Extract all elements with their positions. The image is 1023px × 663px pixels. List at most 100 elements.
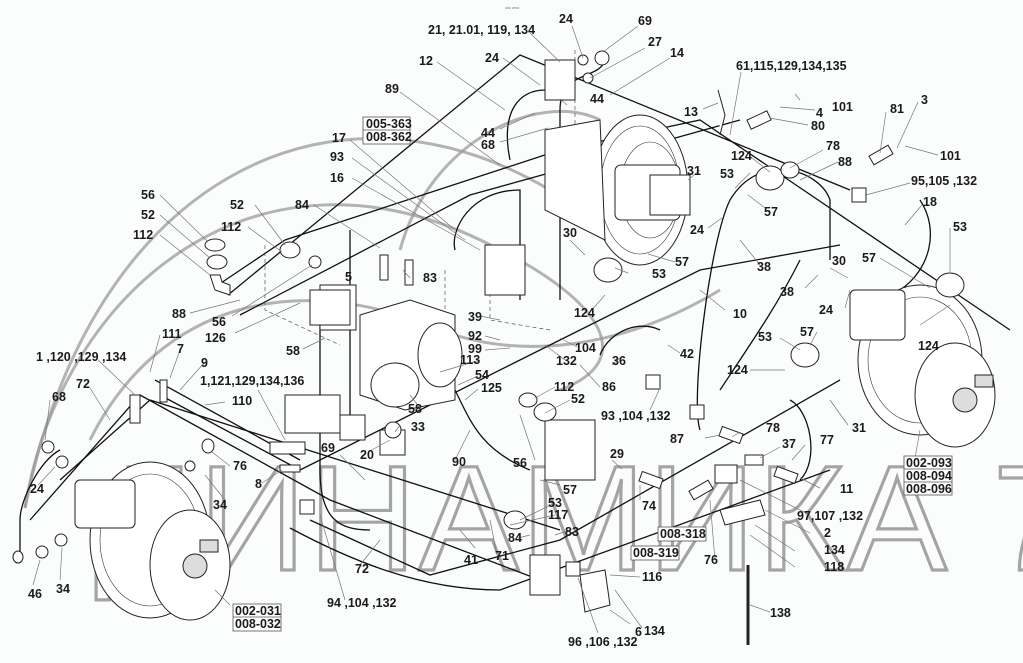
callout: 54: [475, 368, 489, 382]
callout: 44: [590, 92, 604, 106]
elbow-76: [201, 438, 215, 454]
callout: 68: [52, 390, 66, 404]
fitting-34b: [184, 460, 196, 472]
flange-52-mid: [533, 402, 557, 422]
clamp-1: [129, 394, 141, 424]
callout: 17: [332, 131, 346, 145]
callout: 53: [720, 167, 734, 181]
oring-56b: [308, 255, 322, 269]
callout: 69: [638, 14, 652, 28]
ref-line: 008-032: [235, 617, 281, 631]
callout: 24: [30, 482, 44, 496]
leader-lines: [32, 25, 951, 634]
callout: 52: [141, 208, 155, 222]
callout: 2: [824, 526, 831, 540]
callout: 101: [832, 100, 853, 114]
flange-112: [518, 392, 538, 408]
callout: 138: [770, 606, 791, 620]
clamp-96: [565, 561, 581, 577]
ref-line: 008-094: [906, 469, 952, 483]
fitting-74: [638, 470, 664, 490]
fitting-24-left: [55, 455, 69, 469]
bracket-7: [159, 379, 168, 403]
callout: 58: [286, 344, 300, 358]
callout: 29: [610, 447, 624, 461]
fitting-81: [868, 144, 894, 166]
callout: 20: [360, 448, 374, 462]
callout: 56: [513, 456, 527, 470]
callout: 52: [571, 392, 585, 406]
callout: 31: [852, 421, 866, 435]
callout: 93 ,104 ,132: [601, 409, 671, 423]
callout: 95,105 ,132: [911, 174, 977, 188]
callout: 11: [840, 482, 853, 496]
callout: 24: [485, 51, 499, 65]
clamp-assembly: [269, 441, 306, 455]
callout: 53: [652, 267, 666, 281]
elbow-88: [209, 274, 231, 296]
callout: 30: [832, 254, 846, 268]
ref-line: 008-319: [633, 546, 679, 560]
callout: 1 ,120 ,129 ,134: [36, 350, 126, 364]
callout: 84: [295, 198, 309, 212]
callout: 57: [800, 325, 814, 339]
callout: 99: [468, 342, 482, 356]
callout: 12: [419, 54, 433, 68]
tie-13: [717, 89, 726, 136]
callout: 53: [758, 330, 772, 344]
travel-motor-top: [544, 114, 691, 266]
callout: 110: [232, 394, 252, 408]
callout: 124: [731, 149, 752, 163]
reference-box-005-363: 005-363 008-362: [362, 116, 412, 145]
callout: 10: [733, 307, 747, 321]
callout-labels: 21, 21.01, 119, 134 24 69 27 14 12 24 89…: [28, 12, 977, 649]
flange-53-low: [503, 510, 527, 530]
callout: 57: [675, 255, 689, 269]
callout: 42: [680, 347, 694, 361]
callout: 84: [508, 531, 522, 545]
callout: 18: [923, 195, 937, 209]
callout: 112: [554, 380, 574, 394]
callout: 57: [563, 483, 577, 497]
callout: 4: [816, 106, 823, 120]
callout: 72: [76, 377, 90, 391]
callout: 87: [670, 432, 684, 446]
clamp-93: [645, 374, 661, 390]
ref-line: 008-096: [906, 482, 952, 496]
callout: 124: [574, 306, 595, 320]
valve-block-upper: [544, 59, 576, 101]
ref-line: 008-318: [660, 527, 706, 541]
callout: 77: [820, 433, 834, 447]
callout: 30: [563, 226, 577, 240]
flange-53: [755, 165, 785, 191]
fitting-80: [746, 110, 772, 130]
fitting-24-top: [577, 54, 589, 66]
travel-motor-left: [74, 461, 231, 621]
callout: 69: [321, 441, 335, 455]
callout: 1,121,129,134,136: [200, 374, 304, 388]
clamp-93b: [689, 404, 705, 420]
flange-52: [206, 254, 228, 270]
callout: 53: [953, 220, 967, 234]
flange-53-mid: [790, 342, 820, 368]
reference-box-008-318: 008-318: [657, 526, 707, 542]
callout: 38: [757, 260, 771, 274]
callout: 41: [464, 553, 478, 567]
callout: 34: [56, 582, 70, 596]
elbow-69: [594, 50, 610, 66]
callout: 21, 21.01, 119, 134: [428, 23, 535, 37]
callout: 14: [670, 46, 684, 60]
callout: 34: [213, 498, 227, 512]
callout: 24: [690, 223, 704, 237]
callout: 113: [460, 353, 480, 367]
callout: 52: [230, 198, 244, 212]
callout: 56: [212, 315, 226, 329]
callout: 72: [355, 562, 369, 576]
callout: 57: [764, 205, 778, 219]
oring-56: [204, 238, 226, 252]
callout: 101: [940, 149, 961, 163]
parts: [12, 50, 996, 645]
adapter-33: [384, 421, 402, 439]
callout: 96 ,106 ,132: [568, 635, 638, 649]
header-mark: ᵃᵈᵉ ʷʷʷ: [505, 6, 520, 12]
